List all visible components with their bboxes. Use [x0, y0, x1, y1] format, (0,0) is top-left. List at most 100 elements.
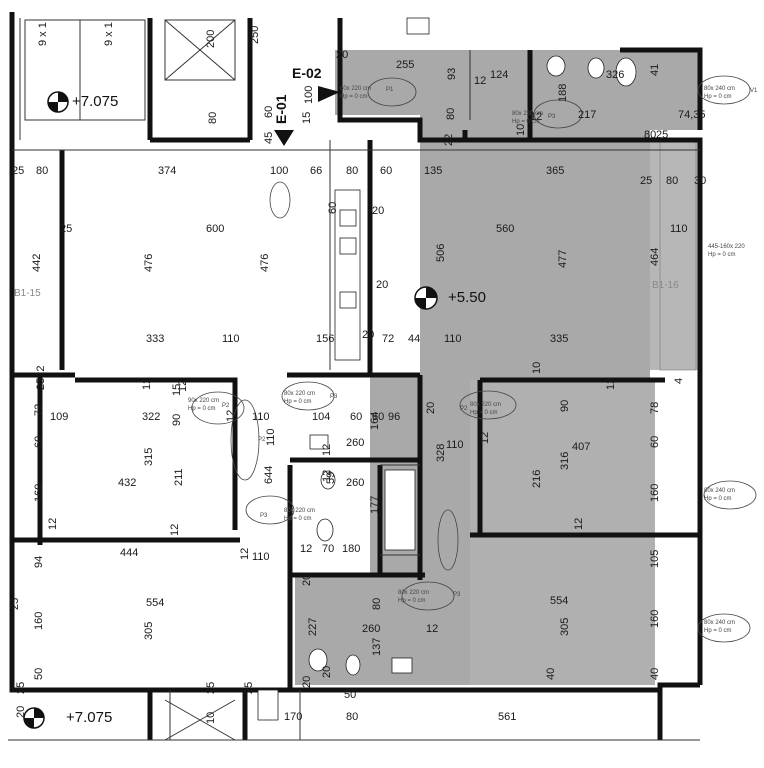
- svg-text:60: 60: [263, 106, 275, 118]
- svg-text:60: 60: [33, 436, 45, 448]
- svg-text:Hp = 0 cm: Hp = 0 cm: [284, 399, 312, 405]
- door-tags: P1 P3 P2 P3 P2 P3 P2 P3 V1: [222, 87, 758, 598]
- svg-text:20: 20: [301, 574, 313, 586]
- svg-text:600: 600: [206, 223, 224, 235]
- svg-text:25: 25: [9, 598, 21, 610]
- svg-text:80: 80: [207, 112, 219, 124]
- svg-text:90: 90: [559, 400, 571, 412]
- svg-text:Hp = 0 cm: Hp = 0 cm: [398, 598, 426, 604]
- svg-text:160: 160: [33, 484, 45, 502]
- svg-text:96: 96: [388, 411, 400, 423]
- svg-text:12: 12: [479, 432, 491, 444]
- svg-text:90x 220 cm: 90x 220 cm: [188, 398, 219, 404]
- svg-text:200: 200: [205, 30, 217, 48]
- svg-text:260: 260: [346, 437, 364, 449]
- svg-text:25: 25: [205, 682, 217, 694]
- svg-text:80x 240 cm: 80x 240 cm: [704, 620, 735, 626]
- svg-text:326: 326: [606, 69, 624, 81]
- svg-text:12: 12: [321, 470, 333, 482]
- door-tag-p2b: P2: [258, 437, 266, 443]
- svg-text:110: 110: [252, 551, 270, 563]
- svg-text:477: 477: [557, 250, 569, 268]
- svg-text:110: 110: [222, 333, 240, 345]
- fixtures: [257, 17, 637, 721]
- svg-text:15: 15: [301, 112, 313, 124]
- svg-text:80x 220 cm: 80x 220 cm: [284, 391, 315, 397]
- svg-text:135: 135: [424, 165, 442, 177]
- svg-text:78: 78: [649, 402, 661, 414]
- svg-text:12: 12: [141, 378, 153, 390]
- svg-text:255: 255: [396, 59, 414, 71]
- svg-text:160: 160: [33, 612, 45, 630]
- bidet-icon-2: [587, 57, 605, 79]
- svg-text:561: 561: [498, 711, 516, 723]
- svg-text:110: 110: [265, 428, 277, 446]
- door-tag-p2a: P2: [222, 403, 230, 409]
- door-tag-v1: V1: [750, 88, 758, 94]
- svg-text:12: 12: [426, 623, 438, 635]
- svg-text:Hp = 0 cm: Hp = 0 cm: [188, 406, 216, 412]
- svg-text:188: 188: [557, 84, 569, 102]
- svg-text:216: 216: [531, 470, 543, 488]
- level-bottom-label: +7.075: [66, 709, 112, 726]
- svg-text:50: 50: [344, 689, 356, 701]
- svg-text:12: 12: [169, 524, 181, 536]
- svg-text:25: 25: [15, 682, 27, 694]
- svg-text:560: 560: [496, 223, 514, 235]
- svg-text:12: 12: [239, 548, 251, 560]
- svg-text:333: 333: [146, 333, 164, 345]
- svg-text:260: 260: [362, 623, 380, 635]
- svg-text:12: 12: [573, 518, 585, 530]
- svg-text:80x 240 cm: 80x 240 cm: [704, 488, 735, 494]
- svg-text:94: 94: [33, 556, 45, 568]
- elevation-e02-label: E-02: [292, 65, 322, 81]
- svg-text:Hp = 0 cm: Hp = 0 cm: [340, 94, 368, 100]
- svg-text:9 x 1: 9 x 1: [103, 22, 115, 46]
- svg-text:15: 15: [171, 384, 183, 396]
- svg-text:160: 160: [649, 484, 661, 502]
- svg-text:80: 80: [346, 711, 358, 723]
- svg-text:10: 10: [515, 124, 527, 136]
- level-top-label: +7.075: [72, 93, 118, 110]
- svg-text:Hp = 0 cm: Hp = 0 cm: [704, 94, 732, 100]
- svg-text:160: 160: [649, 610, 661, 628]
- svg-text:80: 80: [445, 108, 457, 120]
- svg-text:445-160x 220: 445-160x 220: [708, 244, 745, 250]
- svg-text:250: 250: [249, 26, 261, 44]
- svg-text:45: 45: [263, 132, 275, 144]
- svg-text:110: 110: [670, 223, 688, 235]
- svg-text:20: 20: [362, 329, 374, 341]
- svg-text:20: 20: [336, 49, 348, 61]
- svg-text:12: 12: [225, 410, 237, 422]
- svg-text:476: 476: [143, 254, 155, 272]
- svg-text:12: 12: [605, 378, 617, 390]
- svg-text:217: 217: [578, 109, 596, 121]
- staircase-top: [24, 19, 146, 121]
- svg-text:10: 10: [531, 362, 543, 374]
- svg-text:60: 60: [327, 202, 339, 214]
- svg-text:80: 80: [371, 598, 383, 610]
- svg-text:170: 170: [284, 711, 302, 723]
- svg-text:211: 211: [173, 468, 185, 486]
- svg-text:66: 66: [310, 165, 322, 177]
- door-tag-p3c: P3: [260, 513, 268, 519]
- svg-text:Hp = 0 cm: Hp = 0 cm: [704, 628, 732, 634]
- svg-text:20: 20: [15, 706, 27, 718]
- svg-text:444: 444: [120, 547, 138, 559]
- level-marker-main: +5.50: [414, 286, 486, 310]
- side-label-left: B1-15: [14, 288, 41, 299]
- svg-text:20: 20: [301, 676, 313, 688]
- svg-text:10: 10: [205, 712, 217, 724]
- svg-text:2522: 2522: [35, 366, 47, 390]
- sink-icon: [309, 434, 329, 450]
- level-marker-top: +7.075: [47, 91, 118, 113]
- elevation-e01-label: E-01: [273, 94, 289, 124]
- svg-text:59: 59: [325, 472, 337, 484]
- svg-text:432: 432: [118, 477, 136, 489]
- svg-text:60: 60: [350, 411, 362, 423]
- washbasin-icon: [391, 657, 413, 674]
- svg-text:12: 12: [474, 75, 486, 87]
- svg-text:80: 80: [36, 165, 48, 177]
- svg-text:100: 100: [303, 86, 315, 104]
